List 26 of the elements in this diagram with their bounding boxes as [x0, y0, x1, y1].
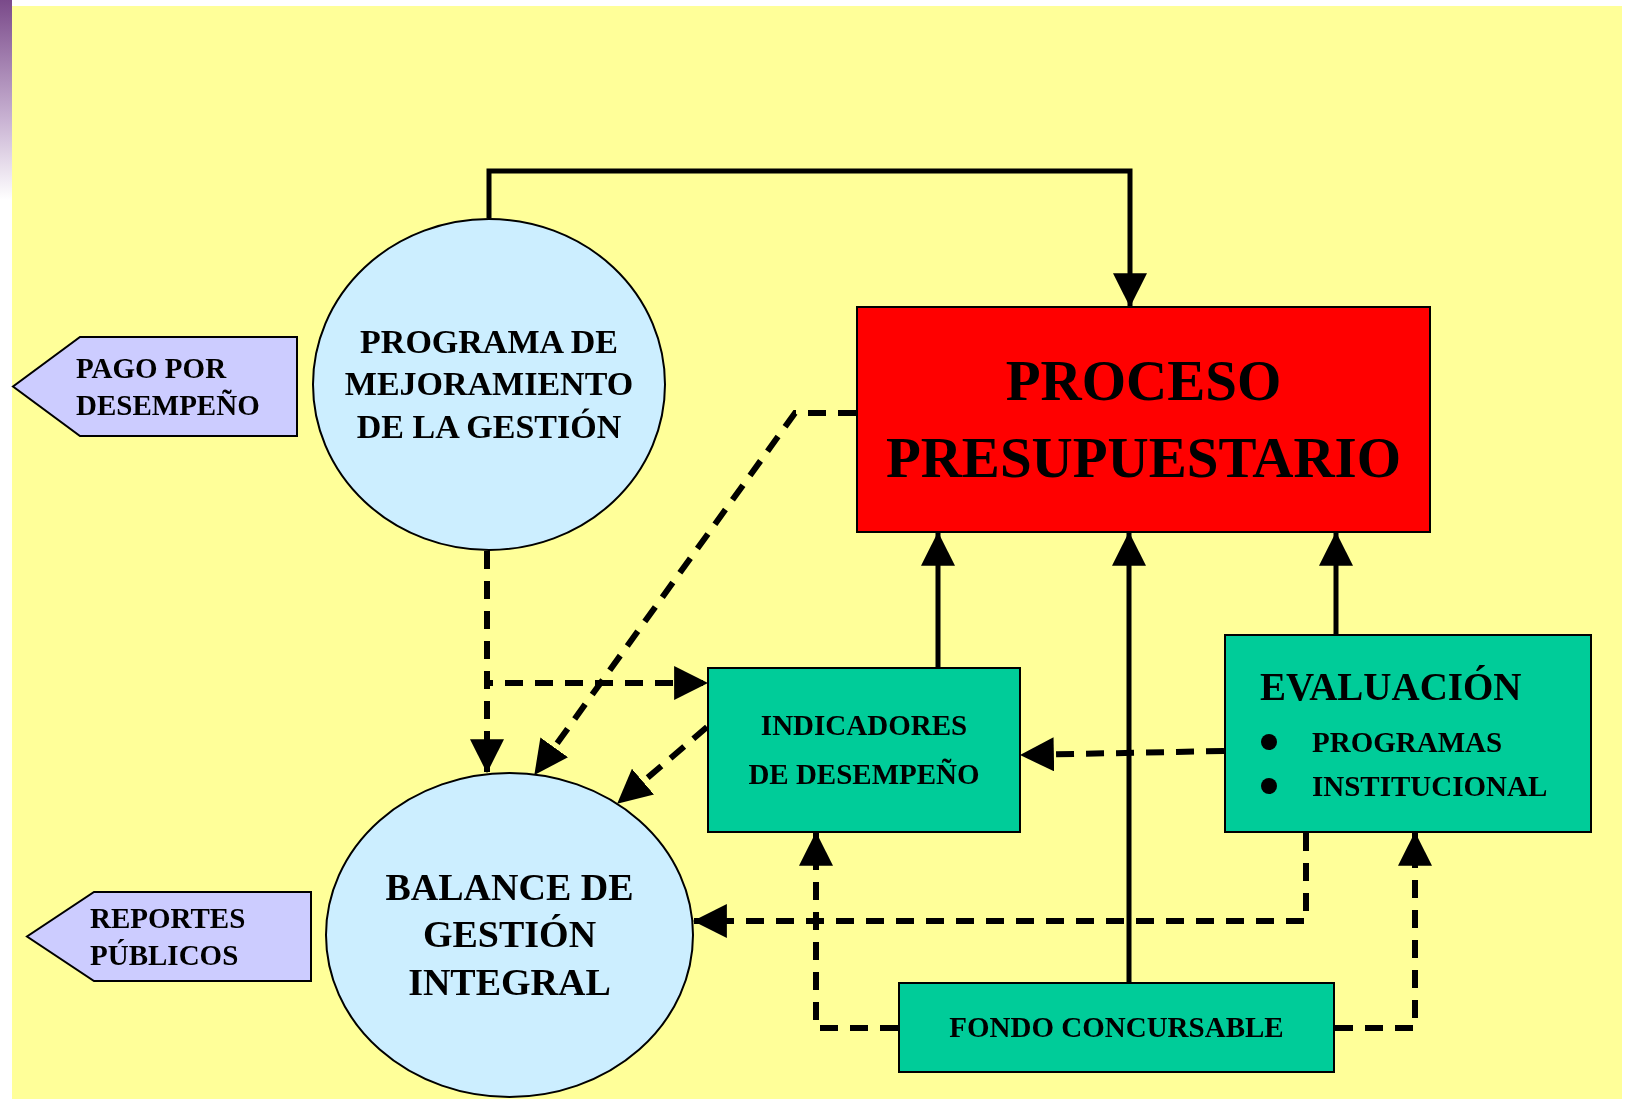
- list-item: PROGRAMAS: [1312, 724, 1503, 760]
- node-label: BALANCE DE GESTIÓN INTEGRAL: [384, 864, 635, 1005]
- process-circle: [325, 772, 694, 1098]
- list-item: INSTITUCIONAL: [1312, 768, 1548, 804]
- dashed-arrow: [799, 831, 898, 1031]
- dashed-arrow: [1335, 831, 1432, 1031]
- arrow: [921, 531, 955, 667]
- node-label: PAGO POR DESEMPEÑO: [76, 351, 261, 423]
- process-box: [856, 306, 1431, 533]
- dashed-arrow: [532, 410, 856, 776]
- node-label: PROGRAMA DE MEJORAMIENTO DE LA GESTIÓN: [343, 321, 635, 447]
- box-heading: EVALUACIÓN: [1260, 663, 1522, 710]
- process-box: [707, 667, 1021, 833]
- arrow: [1319, 531, 1353, 634]
- node-label: FONDO CONCURSABLE: [949, 1010, 1284, 1046]
- dashed-arrow: [470, 551, 504, 774]
- arrow: [486, 168, 1147, 308]
- node-label: INDICADORES DE DESEMPEÑO: [747, 707, 981, 792]
- dashed-arrow: [692, 833, 1309, 938]
- node-label: REPORTES PÚBLICOS: [90, 901, 247, 973]
- node-label: PROCESO PRESUPUESTARIO: [884, 347, 1403, 491]
- arrow: [1112, 531, 1146, 982]
- process-circle: [312, 218, 666, 551]
- process-box: [1224, 634, 1592, 833]
- dashed-arrow: [616, 724, 709, 806]
- process-box: [898, 982, 1335, 1073]
